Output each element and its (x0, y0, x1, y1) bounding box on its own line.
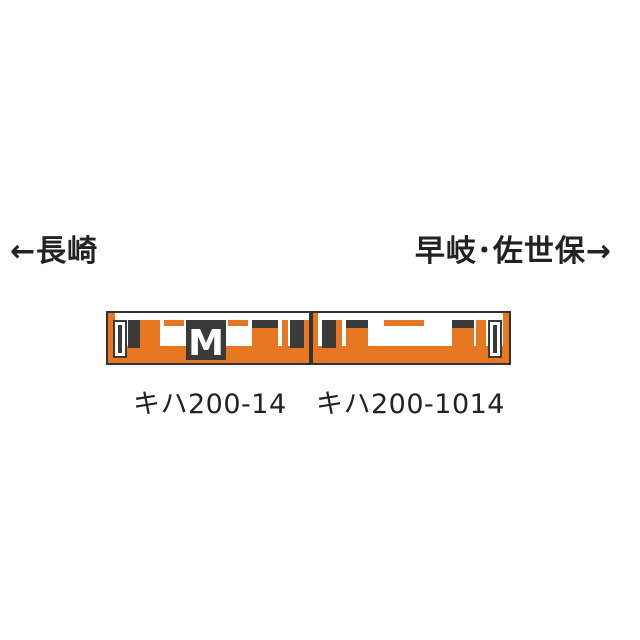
car-1-window-2-top (252, 320, 278, 328)
car-1-end-left (108, 313, 115, 363)
car-2-window-1-top (346, 320, 368, 328)
car-1-pillar (282, 320, 288, 348)
car-2-window-2-top (452, 320, 474, 328)
car-2-pillar-2 (476, 320, 486, 348)
car-2-stripe (384, 320, 424, 326)
car-1-stripe-2 (228, 320, 248, 326)
car-1-end-right (304, 320, 309, 363)
car-2-cab-mark (488, 320, 502, 358)
car-1-stripe-1 (164, 320, 184, 326)
car-2-pillar (336, 320, 342, 348)
car-2-door-1 (322, 320, 336, 348)
car-2-end-right (503, 313, 509, 363)
svg-text:M: M (188, 323, 224, 364)
car-2-lower-band (313, 346, 509, 363)
car-1-door-1 (128, 320, 140, 348)
car-1-door-2 (290, 320, 304, 348)
direction-right-label: 早岐･佐世保→ (414, 234, 612, 269)
car-2-end-left (313, 313, 318, 363)
car-1-window-1 (140, 320, 160, 348)
car-1-number: キハ200-14 (133, 389, 287, 420)
car-1-motor-mark: M (186, 320, 226, 364)
car-2 (311, 311, 511, 365)
direction-left-label: ←長崎 (10, 234, 99, 269)
car-1-cab-mark (113, 320, 127, 358)
car-2-number: キハ200-1014 (316, 389, 505, 420)
car-1: M (106, 311, 311, 365)
